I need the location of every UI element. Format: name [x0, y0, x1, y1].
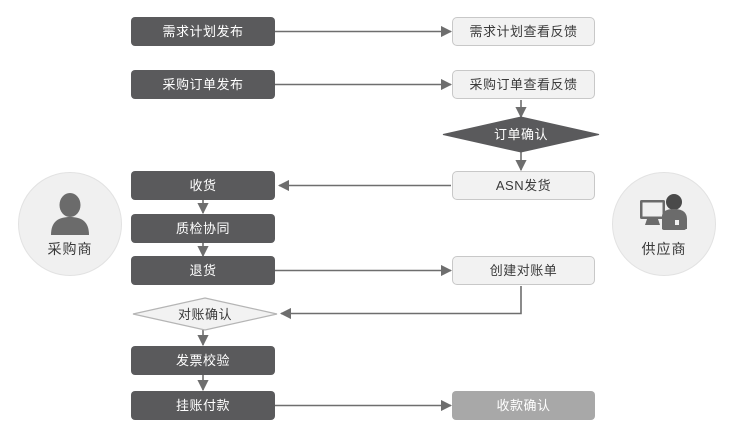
actor-supplier[interactable]: 供应商 [612, 172, 716, 276]
node-order-confirm-shape[interactable] [442, 116, 600, 153]
node-demand-plan-feedback-label: 需求计划查看反馈 [469, 24, 578, 39]
node-payable-payment-label: 挂账付款 [175, 398, 230, 413]
person-at-computer-icon [638, 193, 690, 240]
node-asn-shipment-label: ASN发货 [495, 178, 552, 193]
node-demand-plan-publish-label: 需求计划发布 [162, 24, 244, 39]
node-invoice-verify-label: 发票校验 [175, 353, 230, 368]
actor-buyer[interactable]: 采购商 [18, 172, 122, 276]
node-goods-receipt-label: 收货 [189, 178, 217, 193]
node-asn-shipment[interactable]: ASN发货 [452, 171, 595, 200]
node-quality-collab-label: 质检协同 [175, 221, 230, 236]
node-receipt-confirm-label: 收款确认 [496, 398, 551, 413]
node-invoice-verify[interactable]: 发票校验 [131, 346, 275, 375]
node-po-publish[interactable]: 采购订单发布 [131, 70, 275, 99]
node-return-goods-label: 退货 [189, 263, 217, 278]
node-po-publish-label: 采购订单发布 [162, 77, 244, 92]
node-demand-plan-publish[interactable]: 需求计划发布 [131, 17, 275, 46]
actor-buyer-label: 采购商 [47, 240, 93, 257]
node-po-feedback[interactable]: 采购订单查看反馈 [452, 70, 595, 99]
edge-create-statement-to-statement-confirm [279, 286, 522, 320]
node-statement-confirm-shape[interactable] [132, 297, 278, 331]
actor-supplier-label: 供应商 [641, 240, 687, 257]
node-demand-plan-feedback[interactable]: 需求计划查看反馈 [452, 17, 595, 46]
node-create-statement-label: 创建对账单 [489, 263, 558, 278]
node-payable-payment[interactable]: 挂账付款 [131, 391, 275, 420]
node-quality-collab[interactable]: 质检协同 [131, 214, 275, 243]
node-receipt-confirm[interactable]: 收款确认 [452, 391, 595, 420]
node-return-goods[interactable]: 退货 [131, 256, 275, 285]
node-create-statement[interactable]: 创建对账单 [452, 256, 595, 285]
node-po-feedback-label: 采购订单查看反馈 [469, 77, 578, 92]
person-icon [47, 192, 93, 240]
node-goods-receipt[interactable]: 收货 [131, 171, 275, 200]
